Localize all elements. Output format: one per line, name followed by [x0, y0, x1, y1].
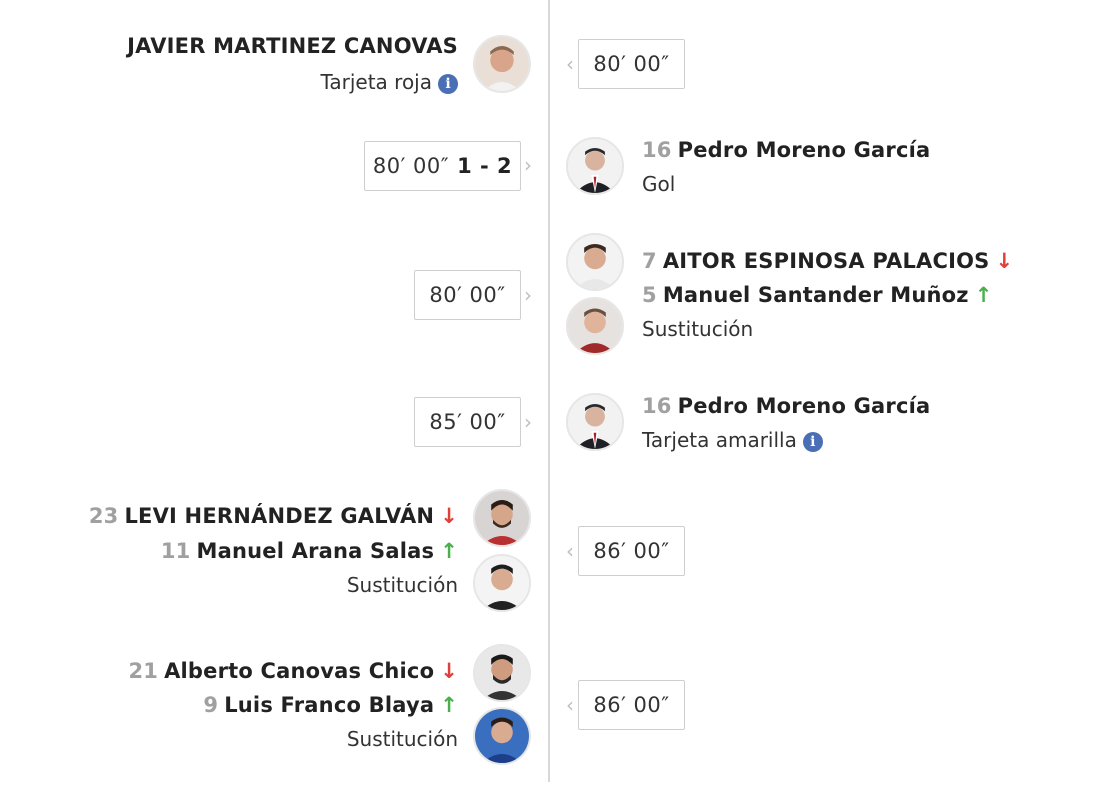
- avatar[interactable]: [566, 137, 624, 195]
- chevron-icon: ›: [524, 153, 532, 177]
- avatar[interactable]: [473, 35, 531, 93]
- avatar-player-out[interactable]: [473, 644, 531, 702]
- chevron-icon: ‹: [566, 693, 574, 717]
- arrow-up-icon: ↑: [974, 283, 993, 307]
- event-type: Sustitución: [346, 573, 458, 597]
- player-name[interactable]: JAVIER MARTINEZ CANOVAS: [127, 34, 458, 58]
- chevron-icon: ‹: [566, 539, 574, 563]
- event-time: 85′ 00″: [414, 397, 521, 447]
- chevron-icon: ‹: [566, 52, 574, 76]
- event-time: 80′ 00″: [414, 270, 521, 320]
- event-time: 80′ 00″1 - 2: [364, 141, 521, 191]
- avatar-player-out[interactable]: [473, 489, 531, 547]
- arrow-up-icon: ↑: [440, 539, 458, 563]
- event-type: Sustitución: [346, 727, 458, 751]
- arrow-up-icon: ↑: [440, 693, 458, 717]
- match-score: 1 - 2: [457, 154, 513, 178]
- chevron-icon: ›: [524, 283, 532, 307]
- event-time: 86′ 00″: [578, 526, 685, 576]
- event-time: 86′ 00″: [578, 680, 685, 730]
- info-icon[interactable]: i: [802, 432, 823, 452]
- arrow-down-icon: ↓: [440, 504, 458, 528]
- avatar-player-out[interactable]: [566, 233, 624, 291]
- event-type: Gol: [642, 172, 676, 196]
- avatar-player-in[interactable]: [566, 297, 624, 355]
- avatar[interactable]: [566, 393, 624, 451]
- event-type: Sustitución: [642, 317, 754, 341]
- event-time: 80′ 00″: [578, 39, 685, 89]
- arrow-down-icon: ↓: [440, 659, 458, 683]
- info-icon[interactable]: i: [438, 74, 458, 94]
- chevron-icon: ›: [524, 410, 532, 434]
- avatar-player-in[interactable]: [473, 554, 531, 612]
- timeline-line: [548, 0, 550, 782]
- arrow-down-icon: ↓: [995, 249, 1014, 273]
- avatar-player-in[interactable]: [473, 707, 531, 765]
